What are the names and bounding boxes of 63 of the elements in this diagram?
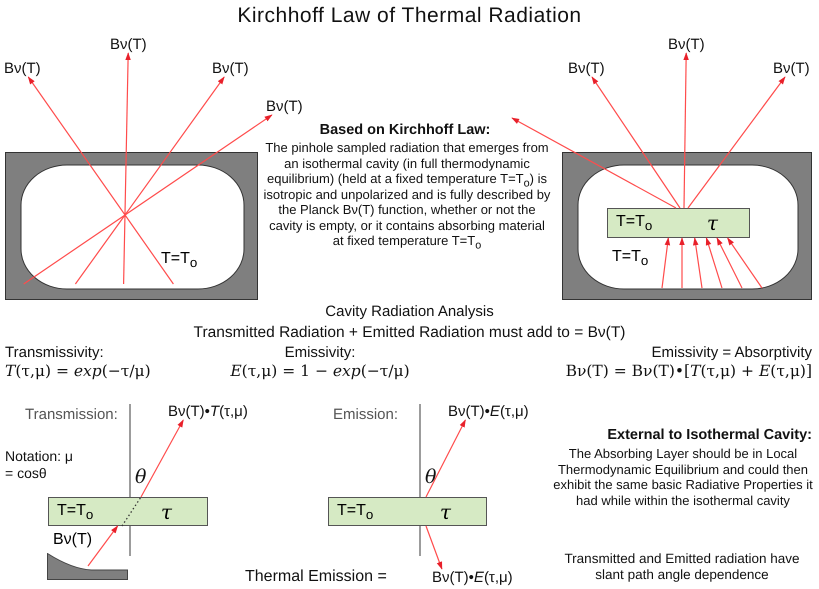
optical-depth-symbol: τ: [440, 500, 451, 524]
radiation-label: Bν(T): [212, 60, 249, 77]
absorbing-layer: [328, 497, 487, 526]
radiation-label: Bν(T)•T(τ,μ): [168, 403, 248, 420]
section-heading: External to Isothermal Cavity:: [606, 427, 812, 443]
absorbing-layer: [607, 208, 750, 238]
arrow: [88, 525, 118, 566]
notation-note: Notation: μ = cosθ: [5, 448, 74, 482]
title: Kirchhoff Law of Thermal Radiation: [236, 4, 583, 28]
radiation-label: Bν(T)•E(τ,μ): [432, 569, 513, 586]
temperature-label: T=T$_{o}$: [337, 502, 374, 520]
arrow: [727, 237, 762, 288]
radiation-label: Bν(T): [266, 98, 303, 115]
angle-symbol: θ: [135, 466, 146, 488]
arrow: [683, 52, 689, 208]
explanation-paragraph: The pinhole sampled radiation that emerges from an isothermal cavity (in full thermodynamic equilibrium) (held at a fixed temperature T=T$_{o}$) is isotropic and unpolarized and is fully described by the Planck Bν(T) function, whether or not the cavity is empty, or it contains absorbing material at fixed temperature T=T$_{o}$: [262, 140, 552, 248]
isothermal-cavity: [562, 152, 812, 300]
arrow: [23, 114, 273, 284]
radiation-label: Bν(T): [110, 36, 147, 53]
equation-statement: Thermal Emission =: [245, 568, 387, 586]
arrow: [692, 237, 703, 288]
temperature-label: T=T$_{o}$: [616, 213, 652, 231]
diagram-caption: Emission:: [333, 406, 398, 423]
radiation-label: Bν(T): [53, 531, 92, 549]
equation-statement: Transmitted Radiation + Emitted Radiation must add to = Bν(T): [192, 324, 626, 342]
section-heading: Based on Kirchhoff Law:: [318, 122, 492, 138]
formula: Bν(T) = Bν(T)•[T(τ,μ) + E(τ,μ)]: [564, 362, 812, 380]
arrow: [716, 237, 743, 288]
radiation-label: Bν(T)•E(τ,μ): [448, 403, 529, 420]
explanation-paragraph: The Absorbing Layer should be in Local Thermodynamic Equilibrium and could then exhibit the same basic Radiative Properties it had while within the isothermal cavity: [552, 446, 814, 508]
section-heading: Transmissivity:: [5, 344, 104, 361]
radiation-label: Bν(T): [568, 60, 605, 77]
formula: E(τ,μ) = 1 − exp(−τ/μ): [229, 362, 411, 380]
temperature-label: T=T$_{o}$: [612, 248, 648, 266]
isothermal-cavity: [5, 152, 258, 300]
diagram-caption: Transmission:: [25, 406, 118, 423]
heated-surface: [47, 531, 128, 580]
temperature-label: T=T$_{o}$: [57, 502, 94, 520]
arrow: [661, 237, 670, 288]
section-heading: Emissivity = Absorptivity: [650, 344, 812, 361]
arrow: [425, 419, 466, 498]
radiation-label: Bν(T): [668, 36, 705, 53]
optical-depth-symbol: τ: [706, 211, 718, 235]
absorbing-layer: [48, 497, 208, 526]
angle-symbol: θ: [425, 466, 436, 488]
arrow: [679, 237, 685, 288]
arrow: [592, 76, 680, 208]
arrow: [28, 76, 174, 284]
optical-depth-symbol: τ: [160, 500, 172, 524]
arrow: [706, 237, 723, 288]
explanation-paragraph: Transmitted and Emitted radiation have slant path angle dependence: [563, 551, 801, 583]
temperature-label: T=T$_{o}$: [161, 250, 198, 268]
radiation-label: Bν(T): [4, 60, 41, 77]
arrow: [425, 526, 442, 570]
arrow: [74, 76, 225, 284]
arrow: [511, 117, 676, 209]
formula: T(τ,μ) = exp(−τ/μ): [5, 362, 151, 380]
arrow: [123, 52, 131, 284]
arrow: [688, 76, 786, 208]
section-heading: Emissivity:: [284, 344, 356, 361]
arrow: [140, 419, 184, 498]
radiation-label: Bν(T): [773, 60, 810, 77]
section-heading: Cavity Radiation Analysis: [324, 303, 495, 320]
